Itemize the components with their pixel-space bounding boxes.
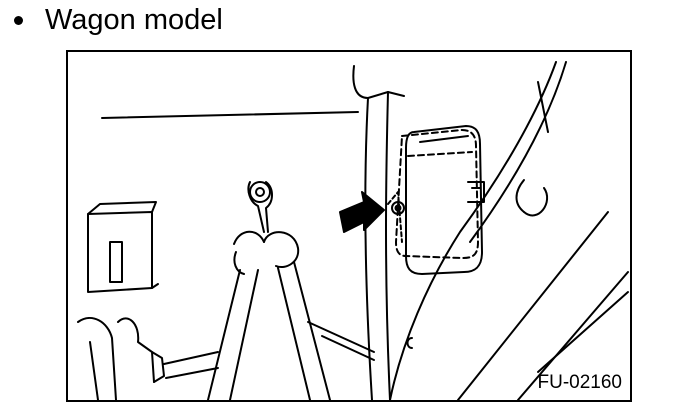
jack-leg-2 bbox=[229, 269, 259, 400]
cover-outline bbox=[405, 125, 483, 275]
jack-knuckle bbox=[233, 251, 245, 275]
base-line-4 bbox=[321, 335, 375, 361]
diag-line-1 bbox=[457, 211, 609, 400]
base-line-2 bbox=[165, 367, 219, 379]
cover-top-edge bbox=[419, 135, 469, 143]
pillar-top bbox=[352, 65, 389, 99]
clamp-edge bbox=[89, 341, 99, 400]
base-line-3 bbox=[307, 321, 375, 353]
trim-hook-2 bbox=[523, 187, 549, 217]
pointer-arrow-icon bbox=[339, 191, 385, 233]
jack-head-right bbox=[263, 231, 300, 268]
figure-code: FU-02160 bbox=[537, 372, 623, 393]
small-line bbox=[537, 81, 549, 133]
latch-tab bbox=[467, 181, 485, 203]
clamp-tip bbox=[151, 351, 165, 383]
heading-text: Wagon model bbox=[45, 3, 223, 36]
small-c-mark bbox=[406, 337, 413, 349]
line-drawing bbox=[77, 61, 629, 400]
screw bbox=[391, 201, 405, 215]
left-box-slot bbox=[109, 241, 123, 283]
hinge-dashed bbox=[387, 191, 403, 243]
jack-leg-4 bbox=[293, 261, 331, 400]
jack-eye-hole bbox=[255, 187, 265, 197]
trim-curve-inner bbox=[469, 61, 567, 243]
pillar-top-join bbox=[387, 91, 405, 97]
jack-head-left bbox=[233, 230, 265, 245]
trim-hook bbox=[515, 179, 525, 213]
jack-leg-3 bbox=[277, 267, 311, 400]
jack-leg-1 bbox=[207, 269, 241, 400]
pillar-edge-right bbox=[385, 91, 391, 400]
base-line-1 bbox=[163, 351, 219, 365]
shelf-line bbox=[101, 111, 359, 119]
left-box-front bbox=[87, 211, 153, 293]
cover-dashed-outline bbox=[395, 129, 479, 259]
jack-handle-left bbox=[247, 181, 265, 233]
pillar-edge-left bbox=[364, 97, 373, 400]
section-heading: Wagon model bbox=[10, 2, 223, 38]
cover-dashed-inner bbox=[407, 151, 473, 157]
diag-line-2 bbox=[517, 271, 629, 400]
screw-center bbox=[394, 204, 402, 212]
left-box-side bbox=[151, 283, 159, 289]
trim-curve-outer bbox=[389, 61, 557, 400]
jack-eye bbox=[249, 181, 271, 203]
jack-handle-right bbox=[265, 181, 273, 233]
diag-line-3 bbox=[537, 291, 629, 373]
clamp-arm bbox=[117, 317, 155, 383]
left-box-top bbox=[87, 201, 157, 215]
technical-illustration: FU-02160 bbox=[66, 50, 632, 402]
bullet-dot-icon bbox=[14, 15, 23, 25]
clamp-left bbox=[77, 317, 117, 400]
